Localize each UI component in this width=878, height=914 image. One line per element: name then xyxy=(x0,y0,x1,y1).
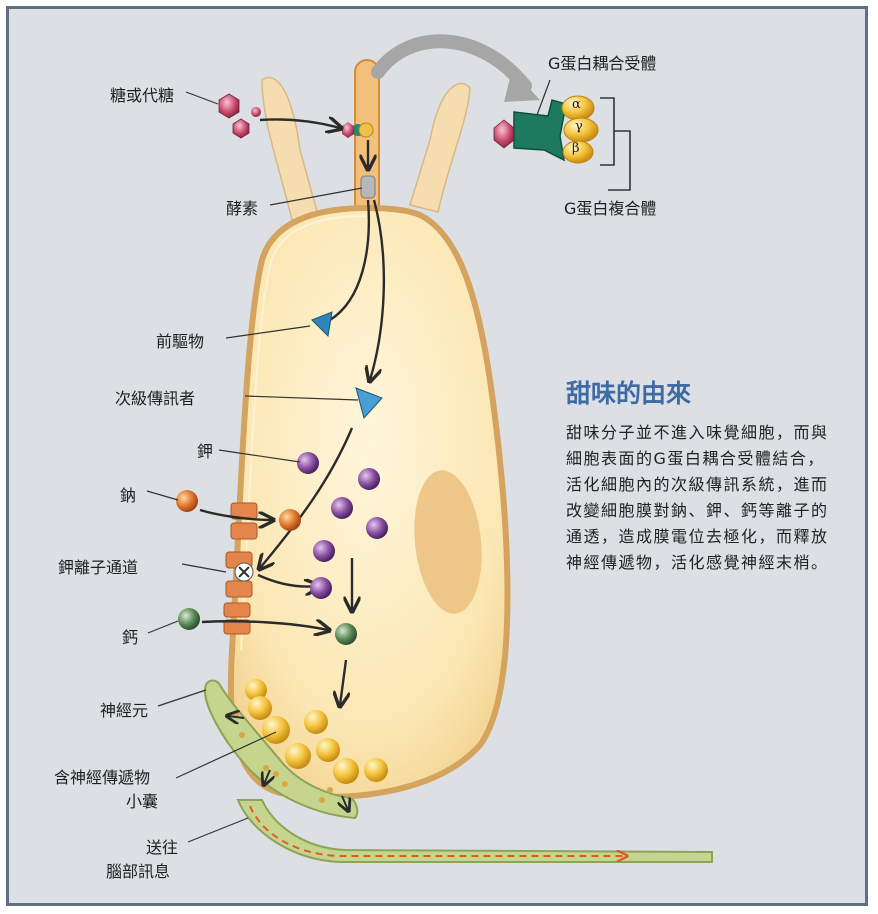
neuron-label: 神經元 xyxy=(100,697,148,721)
sodium-ion-inside xyxy=(279,509,301,531)
zoom-arrow xyxy=(378,41,525,86)
sodium-label: 鈉 xyxy=(120,482,136,506)
panel-body: 甜味分子並不進入味覺細胞，而與細胞表面的G蛋白耦合受體結合，活化細胞內的次級傳訊… xyxy=(566,420,841,576)
sodium-ion-outside xyxy=(176,490,198,512)
calcium-label: 鈣 xyxy=(122,624,138,648)
nerve-axon xyxy=(238,800,712,862)
precursor-label: 前驅物 xyxy=(156,328,204,352)
enzyme-label: 酵素 xyxy=(226,195,258,219)
gamma-subunit-label: γ xyxy=(575,119,583,134)
calcium-ion-inside xyxy=(335,623,357,645)
enzyme xyxy=(361,176,375,198)
sugar-label: 糖或代糖 xyxy=(110,82,174,106)
vesicle-label-line2: 小囊 xyxy=(126,788,158,812)
potassium-channel-label: 鉀離子通道 xyxy=(58,554,138,578)
gprotein-complex-label: G蛋白複合體 xyxy=(564,195,656,219)
receptor-small xyxy=(352,123,373,137)
vesicle-label-line1: 含神經傳遞物 xyxy=(54,764,150,788)
calcium-ion-outside xyxy=(178,608,200,630)
alpha-subunit-label: α xyxy=(572,97,581,112)
signal-label-line1: 送往 xyxy=(146,834,178,858)
panel-title: 甜味的由來 xyxy=(566,374,691,410)
gpcr-inset xyxy=(494,96,630,190)
signal-label-line2: 腦部訊息 xyxy=(106,858,170,882)
beta-subunit-label: β xyxy=(572,141,580,156)
potassium-label: 鉀 xyxy=(197,438,213,462)
second-messenger-label: 次級傳訊者 xyxy=(115,385,195,409)
gpcr-label: G蛋白耦合受體 xyxy=(548,50,656,74)
